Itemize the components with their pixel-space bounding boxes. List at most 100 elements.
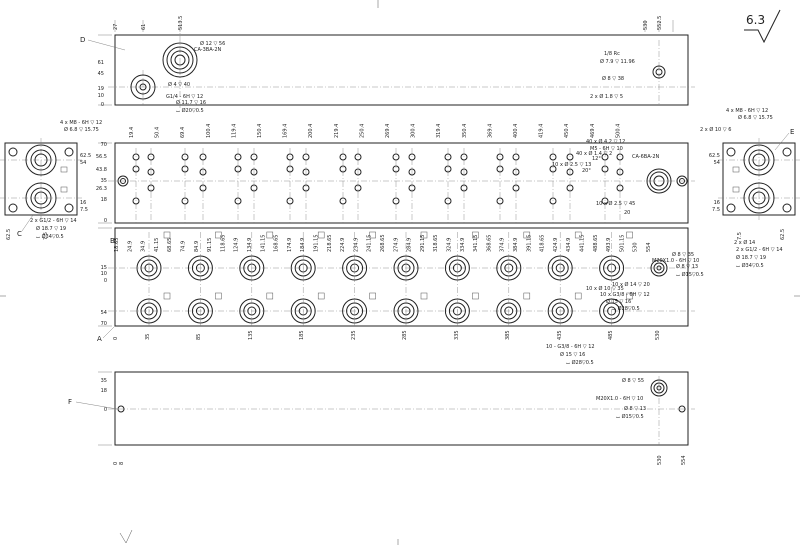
callout-text: Ø 15 ▽ 16 <box>606 298 631 305</box>
dimension-label: 530 <box>655 330 661 340</box>
dimension-label: 435 <box>557 330 563 340</box>
callout-text: 20° <box>582 168 591 174</box>
callout-text: 2 x G1/2 - 6H ▽ 14 <box>30 218 77 224</box>
dimension-label: 224.9 <box>340 238 346 252</box>
top-view: D <box>80 20 695 110</box>
dimension-label: 70 <box>101 142 107 148</box>
dimension-label: 374.9 <box>500 238 506 252</box>
dimension-label: 400.4 <box>513 124 519 138</box>
dimension-label: 552.5 <box>657 16 663 30</box>
dimension-label: 24.9 <box>127 241 133 252</box>
callout-text: Ø 18.7 ▽ 19 <box>736 254 766 261</box>
callout-text: Ø 6.8 ▽ 15.75 <box>64 126 99 133</box>
dimension-label: 285 <box>402 330 408 340</box>
dimension-label: 62.5 <box>80 153 91 159</box>
dimension-label: 554 <box>646 242 652 252</box>
dimension-label: 124.9 <box>234 238 240 252</box>
dimension-label: 368.65 <box>486 235 492 253</box>
dimension-label: 84.9 <box>194 241 200 252</box>
callout-text: 10 x Ø 2.5 ▽ 13 <box>552 161 591 168</box>
dimension-label: 41.15 <box>154 238 160 252</box>
dimension-label: 0 <box>104 278 107 284</box>
main-bore-outer <box>162 42 198 78</box>
front-main-bore <box>646 168 672 194</box>
dimension-label: 0 <box>104 218 107 224</box>
section-label-f: F <box>68 398 72 406</box>
dimension-label: 530 <box>633 242 639 252</box>
right-port-lower <box>743 182 775 214</box>
dimension-label: 169.4 <box>283 124 289 138</box>
dimension-label: 418.65 <box>540 235 546 253</box>
section-label-c: C <box>17 230 22 238</box>
dimension-label: 62.5 <box>709 153 720 159</box>
callout-text: Ø 8 ▽ 13 <box>624 405 646 412</box>
rc-port <box>652 65 666 79</box>
callout-text: Ø 8 ▽ 35 <box>672 251 694 258</box>
callout-text: Ø 8 ▽ 13 <box>676 263 698 270</box>
dimension-label: 68.65 <box>167 238 173 252</box>
callout-text: G1/4 - 6H ▽ 12 <box>166 94 203 100</box>
dimension-label: 0 <box>101 102 104 108</box>
callout-text: CA-6BA-2N <box>632 154 660 160</box>
dimension-label: 384.9 <box>513 238 519 252</box>
left-end-view: C <box>0 138 82 238</box>
dimension-label: 19 <box>98 86 104 92</box>
dimension-label: 26.3 <box>96 186 107 192</box>
dimension-label: 61 <box>98 60 104 66</box>
dimension-label: 241.15 <box>367 235 373 253</box>
dimension-label: 34.9 <box>141 241 147 252</box>
dimension-label: 334.9 <box>460 238 466 252</box>
dimension-label: 554 <box>681 455 687 465</box>
callout-text: Ø 11.7 ▽ 16 <box>176 99 206 106</box>
dimension-label: 35 <box>101 178 107 184</box>
dimension-label: 150.4 <box>257 124 263 138</box>
dimension-label: 118.65 <box>220 235 226 253</box>
dimension-label: 70 <box>101 321 107 327</box>
dimension-label: 85 <box>196 334 202 340</box>
dimension-label: 419.4 <box>539 124 545 138</box>
callout-text: ⌴ Ø15▽0.5 <box>676 271 704 278</box>
dimension-label: 62.5 <box>6 229 12 240</box>
dimension-label: 350.4 <box>462 124 468 138</box>
callout-text: CA-3BA-2N <box>194 47 222 53</box>
dimension-label: 69.4 <box>180 127 186 138</box>
dimension-label: 235 <box>351 330 357 340</box>
callout-text: 10 x Ø 2.5 ▽ 45 <box>596 200 635 207</box>
dimension-label: 15 <box>101 265 107 271</box>
dimension-label: 19.4 <box>129 127 135 138</box>
dimension-label: 141.15 <box>260 235 266 253</box>
callout-text: 10 x G3/8 - 6H ▽ 12 <box>600 292 650 298</box>
plan-m20-port <box>650 259 668 277</box>
callout-text: 2 x Ø 1.8 ▽ 5 <box>590 93 623 100</box>
dimension-label: 284.9 <box>407 238 413 252</box>
section-label-a: A <box>97 335 102 343</box>
dimension-label: 513.5 <box>178 16 184 30</box>
callout-text: ⌴ Ø28▽0.5 <box>566 359 594 366</box>
callout-text: 10 x Ø 14 ▽ 20 <box>612 281 650 288</box>
callout-text: 2 x G1/2 - 6H ▽ 14 <box>736 247 783 253</box>
section-label-b: B <box>110 237 115 245</box>
callout-text: Ø 7.9 ▽ 11.96 <box>600 58 635 65</box>
dimension-label: 50.4 <box>155 127 161 138</box>
dimension-label: 35 <box>101 378 107 384</box>
dimension-label: 424.9 <box>553 238 559 252</box>
callout-text: 20 <box>624 210 630 216</box>
dimension-label: 61 <box>141 24 147 30</box>
callout-text: ⌴ Ø20▽0.5 <box>176 107 204 114</box>
port-g14 <box>130 74 156 100</box>
dimension-label: 35 <box>145 334 151 340</box>
callout-text: M20X1.0 - 6H ▽ 10 <box>652 258 699 264</box>
callout-text: 40 x Ø 4.2 ▽ 12 <box>586 138 625 145</box>
dimension-label: 134.9 <box>247 238 253 252</box>
dimension-label: 391.15 <box>526 235 532 253</box>
dimension-label: 441.15 <box>580 235 586 253</box>
dimension-label: 485 <box>608 330 614 340</box>
dimension-label: 300.4 <box>411 124 417 138</box>
dimension-label: 168.65 <box>274 235 280 253</box>
dimension-label: 219.4 <box>334 124 340 138</box>
dimension-label: 319.4 <box>436 124 442 138</box>
dimension-label: 0 <box>113 462 119 465</box>
